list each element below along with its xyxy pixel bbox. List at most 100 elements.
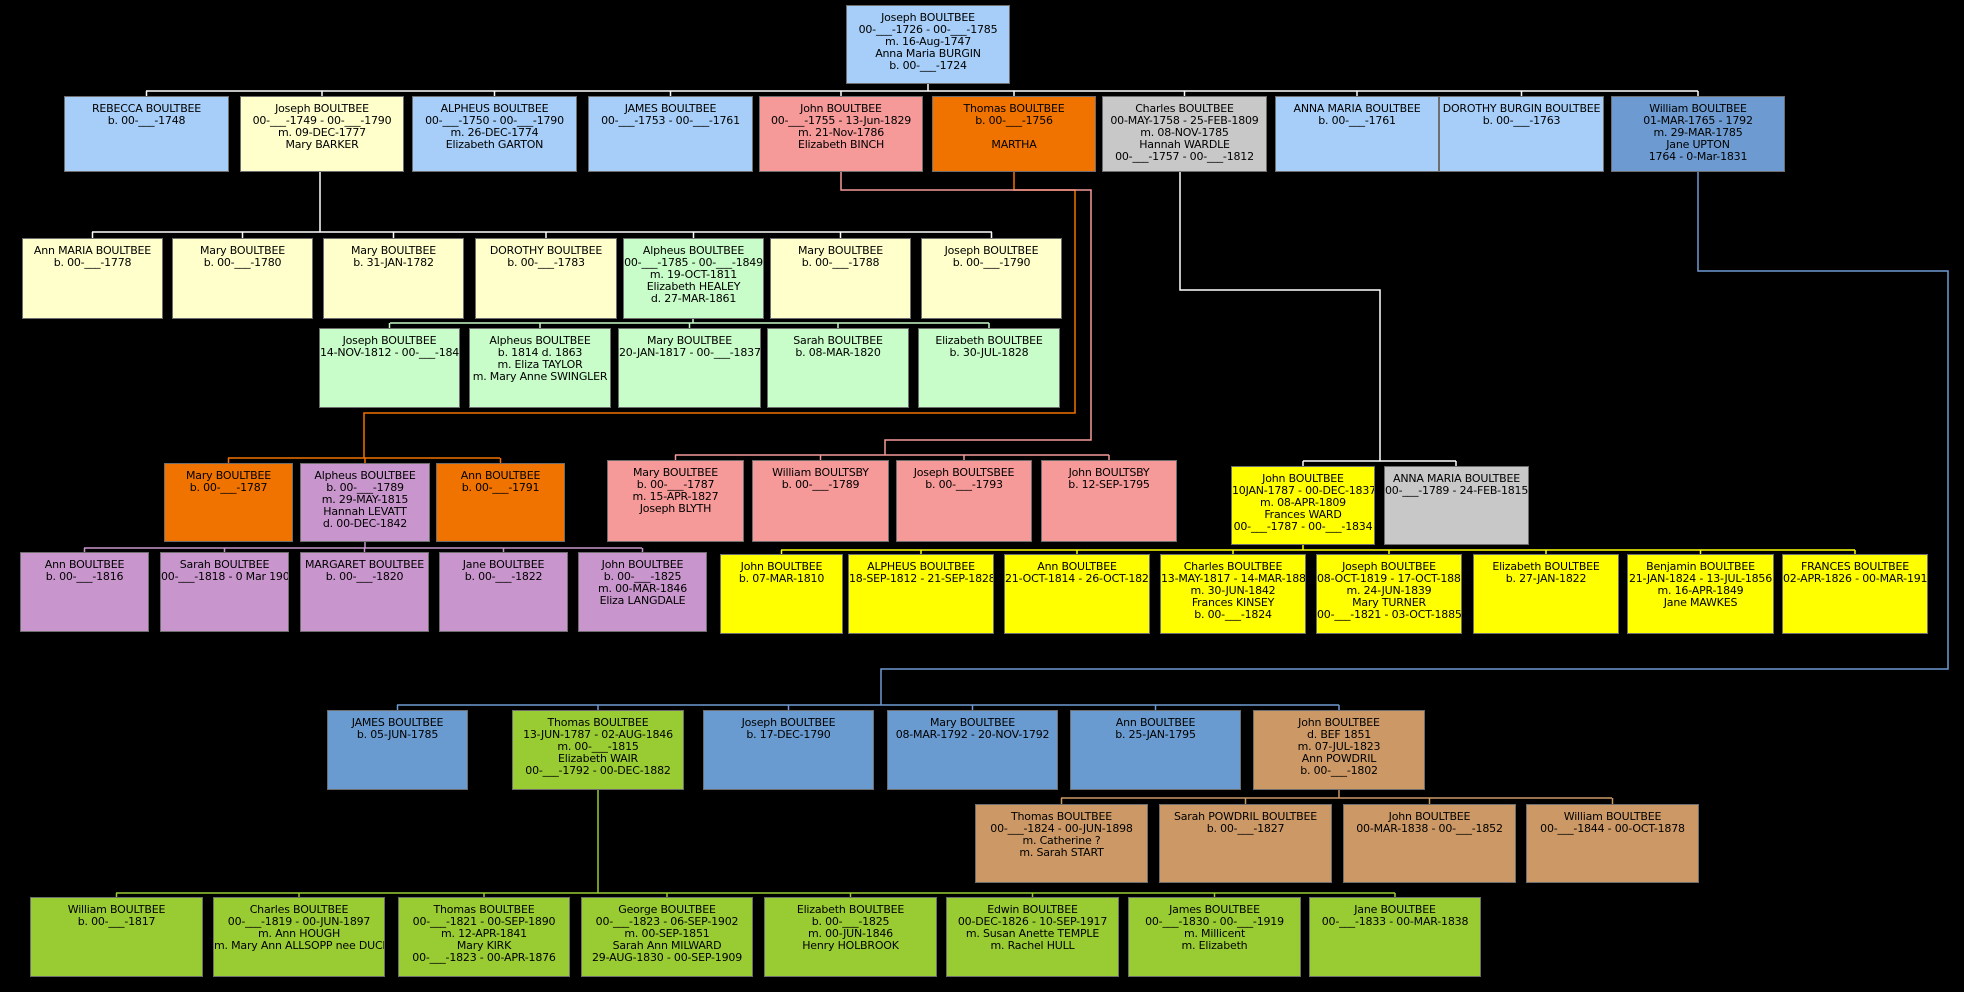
person-detail: b. 00-___-1824 xyxy=(1194,608,1272,621)
person-detail: b. 00-___-1748 xyxy=(107,114,186,127)
person-detail: m. 29-MAR-1785 xyxy=(1653,126,1743,139)
person-name: Edwin BOULTBEE xyxy=(987,903,1078,916)
person-name: John BOULTBEE xyxy=(1388,810,1471,823)
person-detail: 18-SEP-1812 - 21-SEP-1828 xyxy=(849,572,994,585)
person-detail: b. 05-JUN-1785 xyxy=(356,728,439,741)
person-name: Joseph BOULTBEE xyxy=(342,334,437,347)
person-detail: m. 07-JUL-1823 xyxy=(1297,740,1381,753)
person-detail: b. 00-___-1790 xyxy=(952,256,1031,269)
person-detail: 00-___-1753 - 00-___-1761 xyxy=(601,114,740,127)
person-name: Charles BOULTBEE xyxy=(1183,560,1283,573)
person-name: DOROTHY BOULTBEE xyxy=(489,244,603,257)
person-detail: b. 00-___-1822 xyxy=(464,570,543,583)
person-name: Charles BOULTBEE xyxy=(1135,102,1234,115)
person-detail: Hannah LEVATT xyxy=(323,505,407,518)
person-name: Benjamin BOULTBEE xyxy=(1646,560,1755,573)
person-name: MARGARET BOULTBEE xyxy=(305,558,424,571)
person-name: Mary BOULTBEE xyxy=(929,716,1015,729)
person-name: Jane BOULTBEE xyxy=(462,558,545,571)
person-detail: m. 16-Aug-1747 xyxy=(884,35,972,48)
person-detail: b. 00-___-1756 xyxy=(975,114,1053,127)
person-detail: b. 00-___-1825 xyxy=(811,915,890,928)
person-detail: 29-AUG-1830 - 00-SEP-1909 xyxy=(591,951,742,964)
person-detail: 00-___-1818 - 0 Mar 1903 xyxy=(161,570,289,583)
person-detail: 00-MAR-1838 - 00-___-1852 xyxy=(1356,822,1503,835)
person-detail: MARTHA xyxy=(991,138,1037,151)
person-name: John BOULTBEE xyxy=(1298,716,1380,729)
person-detail: 00-___-1833 - 00-MAR-1838 xyxy=(1321,915,1469,928)
person-detail: m. Mary Anne SWINGLER xyxy=(472,370,608,383)
person-detail: m. 26-DEC-1774 xyxy=(450,126,539,139)
person-name: William BOULTSBY xyxy=(772,466,869,479)
person-name: John BOULTBEE xyxy=(601,558,684,571)
person-detail: m. 29-MAY-1815 xyxy=(321,493,409,506)
person-detail: b. 07-MAR-1810 xyxy=(738,572,825,585)
person-detail: Mary BARKER xyxy=(285,138,359,151)
person-name: Joseph BOULTBEE xyxy=(881,11,975,24)
